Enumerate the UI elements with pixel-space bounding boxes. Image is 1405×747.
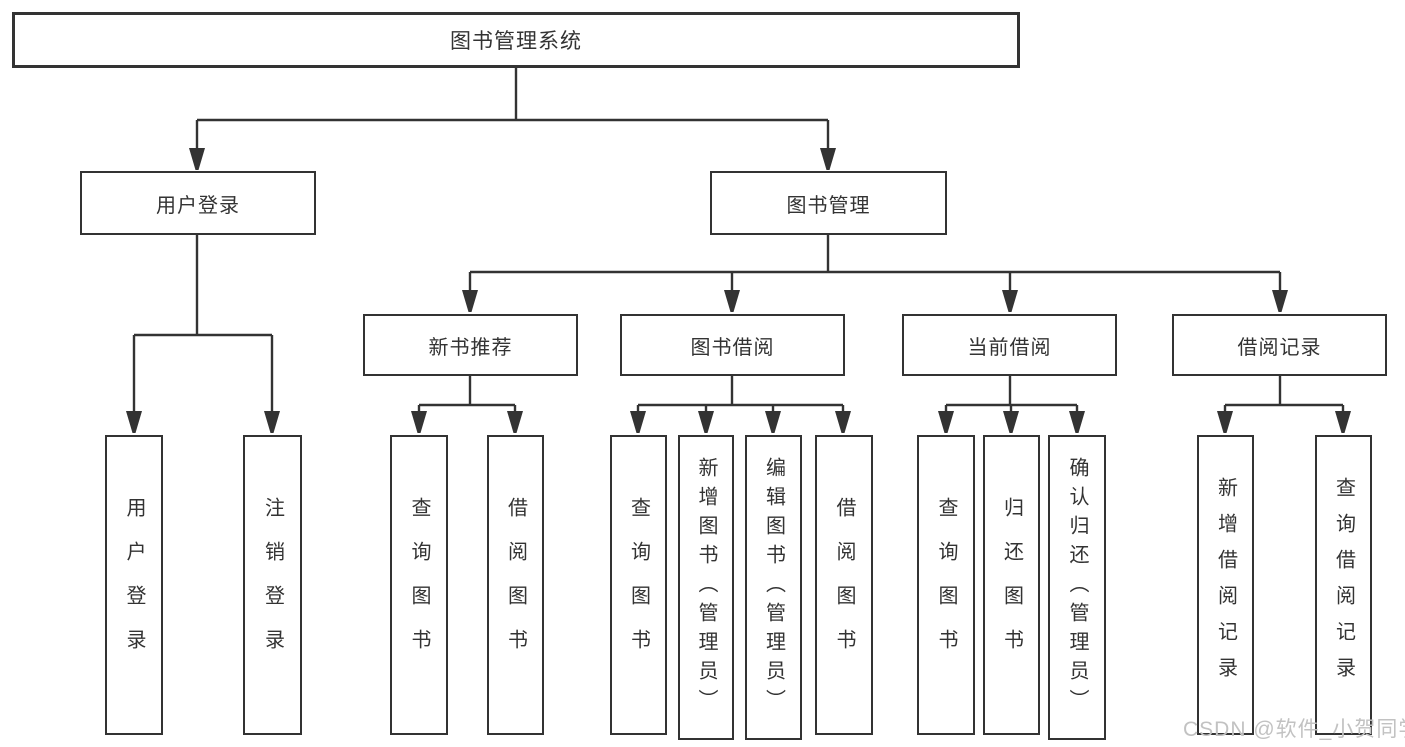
leaf-query-books-recommend: 查询图书: [390, 435, 448, 735]
node-user-login: 用户登录: [80, 171, 316, 235]
leaf-label: 查询借阅记录: [1332, 477, 1355, 693]
leaf-add-borrow-record: 新增借阅记录: [1197, 435, 1254, 735]
leaf-borrow-books: 借阅图书: [815, 435, 873, 735]
csdn-watermark: CSDN @软件_小贺同学: [1183, 718, 1405, 741]
leaf-label: 编辑图书（管理员）: [762, 457, 785, 718]
node-book-management: 图书管理: [710, 171, 947, 235]
node-new-book-recommend: 新书推荐: [363, 314, 578, 376]
leaf-label: 注销登录: [261, 497, 284, 673]
node-current-borrow: 当前借阅: [902, 314, 1117, 376]
leaf-logout: 注销登录: [243, 435, 302, 735]
leaf-label: 借阅图书: [504, 497, 527, 673]
node-label: 借阅记录: [1237, 336, 1322, 359]
leaf-label: 新增图书（管理员）: [695, 457, 717, 718]
leaf-return-books: 归还图书: [983, 435, 1040, 735]
node-label: 图书管理系统: [450, 30, 582, 53]
node-label: 当前借阅: [967, 336, 1052, 359]
leaf-label: 查询图书: [935, 497, 957, 673]
leaf-add-books-admin: 新增图书（管理员）: [678, 435, 734, 740]
node-book-borrow: 图书借阅: [620, 314, 845, 376]
leaf-query-books-borrow: 查询图书: [610, 435, 667, 735]
node-label: 用户登录: [156, 194, 240, 217]
leaf-label: 查询图书: [408, 497, 430, 673]
leaf-label: 查询图书: [627, 497, 650, 673]
node-label: 图书借阅: [690, 336, 775, 359]
leaf-confirm-return-admin: 确认归还（管理员）: [1048, 435, 1106, 740]
leaf-label: 新增借阅记录: [1214, 477, 1237, 693]
node-borrow-record: 借阅记录: [1172, 314, 1387, 376]
leaf-label: 用户登录: [123, 497, 145, 673]
leaf-user-login: 用户登录: [105, 435, 163, 735]
leaf-query-borrow-record: 查询借阅记录: [1315, 435, 1372, 735]
leaf-label: 确认归还（管理员）: [1066, 457, 1088, 718]
leaf-label: 归还图书: [1000, 497, 1023, 673]
node-library-management-system: 图书管理系统: [12, 12, 1020, 68]
node-label: 新书推荐: [428, 336, 513, 359]
leaf-label: 借阅图书: [833, 497, 855, 673]
leaf-borrow-books-recommend: 借阅图书: [487, 435, 544, 735]
node-label: 图书管理: [786, 194, 871, 217]
leaf-query-books-current: 查询图书: [917, 435, 975, 735]
leaf-edit-books-admin: 编辑图书（管理员）: [745, 435, 802, 740]
